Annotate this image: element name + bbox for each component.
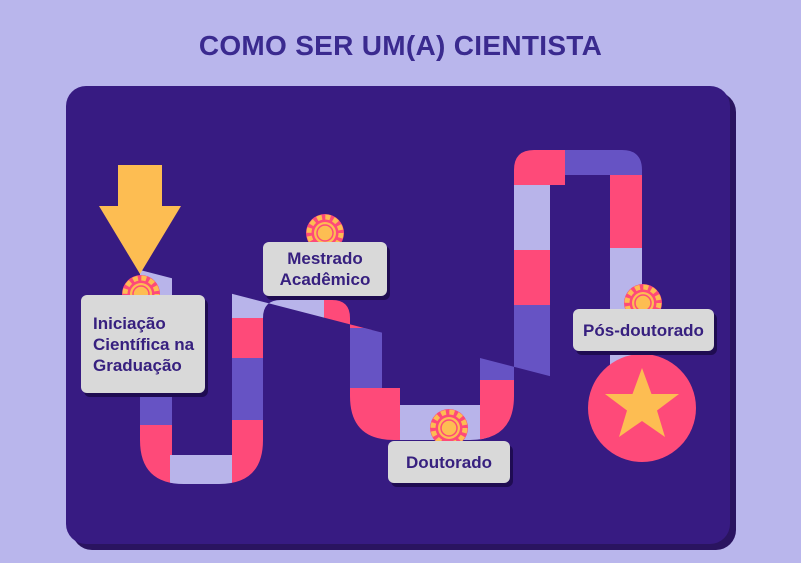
path-segment bbox=[232, 420, 294, 484]
path-segment bbox=[170, 455, 232, 484]
step-label-iniciacao: Iniciação Científica na Graduação bbox=[81, 295, 205, 393]
step-label-mestrado: Mestrado Acadêmico bbox=[263, 242, 387, 296]
step-label-doutorado: Doutorado bbox=[388, 441, 510, 483]
page-title: COMO SER UM(A) CIENTISTA bbox=[198, 30, 603, 61]
path-segment bbox=[232, 318, 294, 358]
path-segment bbox=[480, 150, 565, 185]
step-label-text: Mestrado Acadêmico bbox=[279, 249, 371, 289]
path-segment bbox=[480, 185, 550, 250]
step-label-text: Pós-doutorado bbox=[583, 320, 704, 340]
step-label-text: Doutorado bbox=[406, 452, 492, 472]
path-segment bbox=[320, 328, 382, 388]
path-segment bbox=[232, 358, 294, 420]
path-segment bbox=[480, 305, 550, 380]
path-segment bbox=[610, 175, 642, 248]
path-segment bbox=[565, 150, 642, 175]
path-segment bbox=[140, 425, 172, 484]
step-label-text: Iniciação Científica na Graduação bbox=[93, 313, 195, 375]
path-segment bbox=[480, 250, 550, 305]
token-icon bbox=[430, 409, 468, 447]
star-icon bbox=[605, 368, 679, 437]
start-arrow-icon bbox=[99, 165, 181, 274]
step-label-pos-doutorado: Pós-doutorado bbox=[573, 309, 714, 351]
path-segment bbox=[140, 395, 172, 425]
